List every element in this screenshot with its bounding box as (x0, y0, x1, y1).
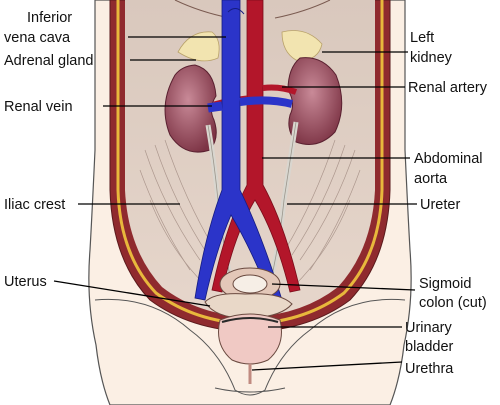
label-uterus: Uterus (4, 274, 47, 290)
label-sigmoid-2: colon (cut) (419, 295, 487, 311)
label-aorta-2: aorta (414, 171, 448, 187)
label-sigmoid-1: Sigmoid (419, 276, 471, 292)
kidney-right (164, 64, 217, 153)
label-kidney-2: kidney (410, 50, 453, 66)
adrenal-gland-right (177, 31, 220, 62)
label-renal-vein: Renal vein (4, 99, 73, 115)
label-kidney-1: Left (410, 30, 434, 46)
label-iliac-crest: Iliac crest (4, 197, 65, 213)
label-ivc-2: vena cava (4, 30, 71, 46)
label-bladder-1: Urinary (405, 320, 452, 336)
labels: Inferior vena cava Adrenal gland Renal v… (4, 10, 488, 377)
renal-vein-right (207, 101, 223, 113)
label-urethra: Urethra (405, 361, 454, 377)
renal-artery-left (262, 84, 298, 95)
renal-vein-left (239, 96, 293, 108)
label-ureter: Ureter (420, 197, 460, 213)
muscle-striations (139, 139, 361, 286)
label-ivc-1: Inferior (27, 10, 72, 26)
label-adrenal-gland: Adrenal gland (4, 53, 94, 69)
leader-lines (53, 36, 417, 371)
adrenal-gland-left (281, 30, 323, 61)
inferior-vena-cava (194, 0, 283, 303)
label-renal-artery: Renal artery (408, 80, 488, 96)
label-bladder-2: bladder (405, 339, 454, 355)
label-aorta-1: Abdominal (414, 151, 483, 167)
urinary-bladder (218, 313, 282, 365)
